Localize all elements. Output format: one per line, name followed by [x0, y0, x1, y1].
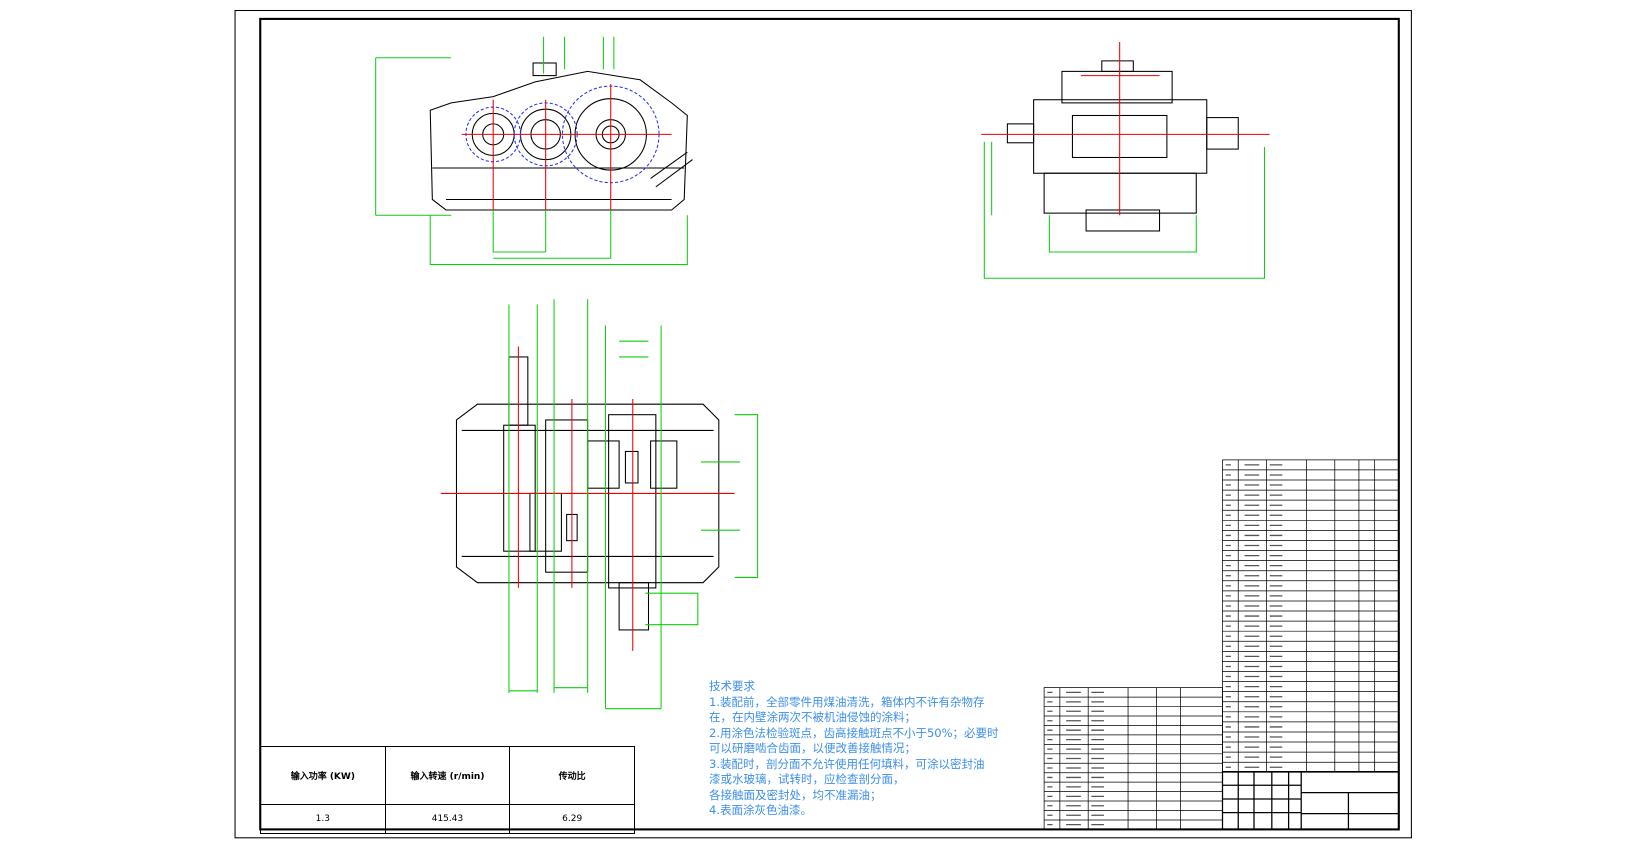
outer-frame: [234, 9, 1412, 839]
plan-view-dimensions: [508, 299, 759, 710]
parameter-table: 输入功率 (KW) 输入转速 (r/min) 传动比 1.3 415.43 6.…: [260, 746, 635, 834]
front-view-centerlines: [461, 83, 672, 210]
tech-line: 漆或水玻璃，试转时，应检查剖分面，: [709, 772, 905, 786]
side-view-dimensions: [983, 141, 1266, 279]
value-input-power: 1.3: [260, 804, 386, 834]
value-ratio: 6.29: [509, 804, 635, 834]
header-input-power: 输入功率 (KW): [260, 746, 386, 805]
side-view: [1006, 60, 1239, 232]
tech-line: 2.用涂色法检验斑点，齿高接触斑点不小于50%；必要时: [709, 725, 999, 740]
tech-line: 在，在内壁涂两次不被机油侵蚀的涂料；: [709, 710, 916, 724]
value-input-speed: 415.43: [384, 804, 511, 834]
header-input-speed: 输入转速 (r/min): [384, 746, 511, 805]
tech-line: 可以研磨啮合齿面，以便改善接触情况；: [709, 741, 916, 755]
front-view-dimensions: [375, 36, 688, 266]
tech-line: 1.装配前，全部零件用煤油清洗，箱体内不许有杂物存: [709, 694, 985, 709]
tech-title: 技术要求: [709, 679, 755, 693]
front-view: [429, 62, 693, 211]
inner-frame: [259, 17, 1400, 831]
tech-line: 4.表面涂灰色油漆。: [709, 803, 812, 817]
tech-line: 各接触面及密封处，均不准漏油；: [709, 787, 882, 802]
header-ratio: 传动比: [509, 746, 635, 805]
side-view-centerlines: [981, 41, 1270, 216]
tech-line: 3.装配时，剖分面不允许使用任何填料，可涂以密封油: [709, 756, 985, 771]
